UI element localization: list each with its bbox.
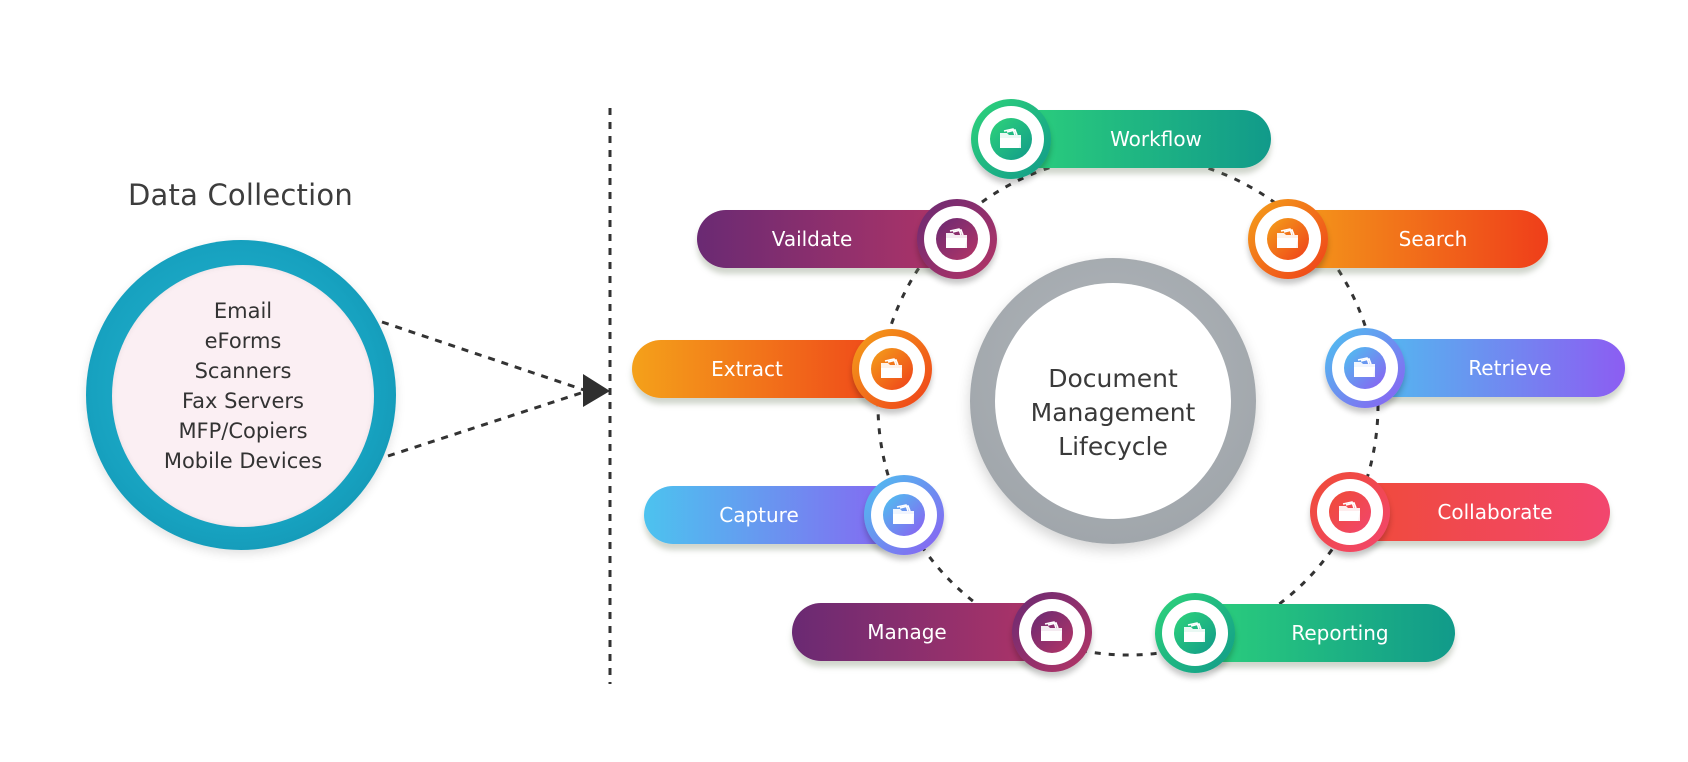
data-source-item: Scanners [194,359,292,383]
data-source-item: Email [213,299,273,323]
stage-badge [852,329,932,409]
data-source-item: Fax Servers [182,389,304,413]
stage-label: Reporting [1291,621,1389,645]
lifecycle-hub-disc [995,283,1231,519]
stage-label: Workflow [1110,127,1202,151]
folder-icon [871,348,913,390]
data-source-list: Email eForms Scanners Fax Servers MFP/Co… [112,296,374,476]
stage-label: Extract [711,357,783,381]
stage-badge [1012,592,1092,672]
folder-icon [1174,612,1216,654]
stage-label: Retrieve [1468,356,1552,380]
hub-label-line: Lifecycle [1058,432,1168,461]
data-collection-title: Data Collection [128,178,353,212]
folder-icon [1267,218,1309,260]
hub-label-line: Document [1048,364,1178,393]
stage-label: Vaildate [771,227,853,251]
stage-label: Search [1398,227,1468,251]
stage-label: Collaborate [1437,500,1553,524]
arrow-line-upper [381,320,585,392]
data-source-item: MFP/Copiers [178,419,308,443]
folder-icon [1344,347,1386,389]
data-source-item: eForms [204,329,282,353]
stage-badge [917,199,997,279]
data-source-item: Mobile Devices [163,449,323,473]
folder-icon [883,494,925,536]
folder-icon [990,118,1032,160]
stage-badge [1248,199,1328,279]
stage-badge [1155,593,1235,673]
stage-badge [971,99,1051,179]
stage-label: Capture [719,503,799,527]
arrow-line-lower [387,390,585,458]
stage-label: Manage [867,620,947,644]
stage-badge [1325,328,1405,408]
folder-icon [1031,611,1073,653]
data-collection-disc [112,265,374,527]
lifecycle-hub-label: Document Management Lifecycle [995,362,1231,464]
folder-icon [1329,491,1371,533]
arrow-head [583,374,610,407]
stage-badge [1310,472,1390,552]
stage-badge [864,475,944,555]
hub-label-line: Management [1030,398,1196,427]
folder-icon [936,218,978,260]
